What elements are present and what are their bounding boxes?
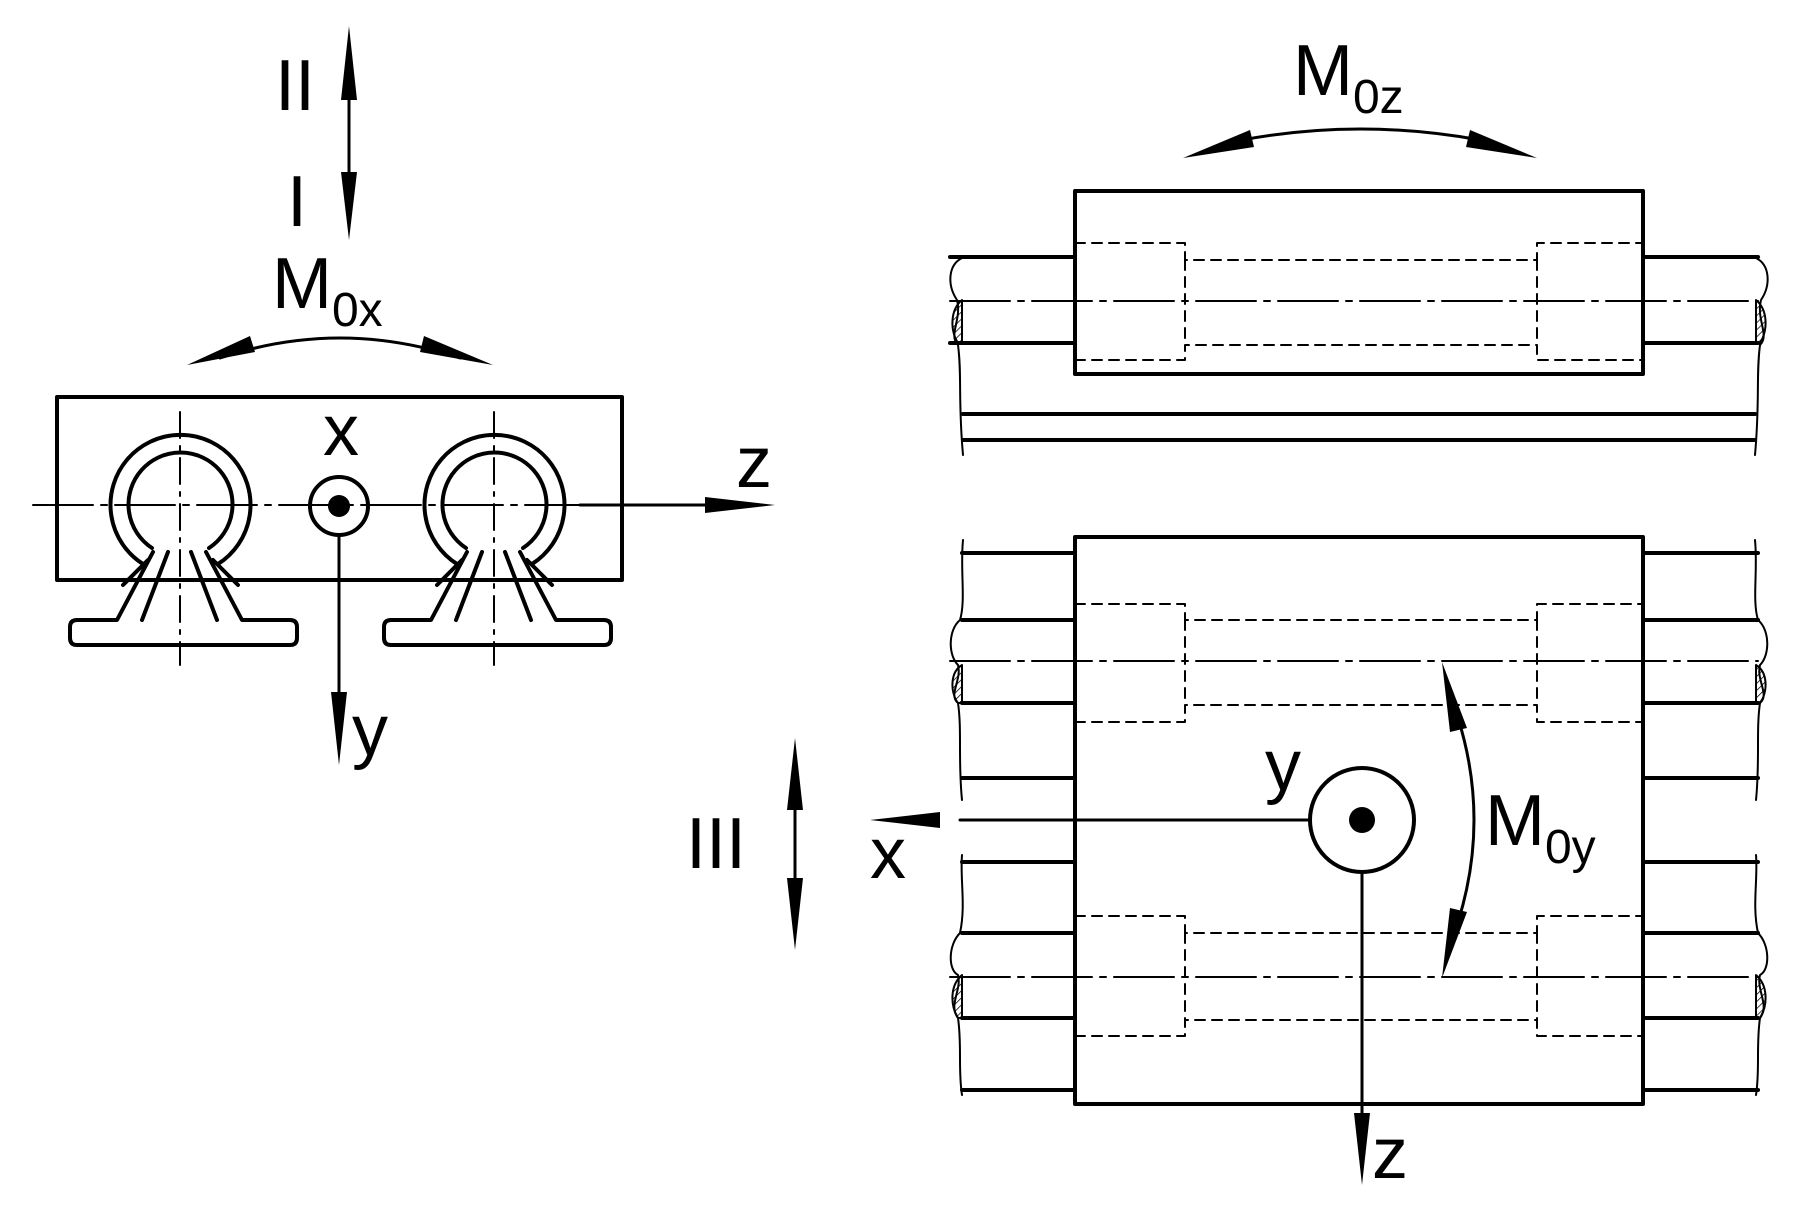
- shaft-lines: [960, 551, 1760, 1092]
- bearing-left: [68, 411, 299, 666]
- left-end-view: [32, 26, 775, 765]
- moment-arc-m0z: [1183, 127, 1537, 158]
- carriage-block-side: [1073, 189, 1645, 376]
- moment-label-m0x: M0x: [272, 244, 383, 337]
- moment-arc-m0x: [187, 336, 493, 365]
- left-view-labels: II I M0x x z y: [272, 46, 772, 771]
- direction-arrow-iii: [787, 738, 803, 950]
- top-side-view: [948, 127, 1769, 456]
- axis-label-z-left: z: [736, 423, 772, 503]
- moment-label-m0y: M0y: [1485, 781, 1596, 874]
- direction-label-ii: II: [275, 46, 315, 126]
- hidden-bearing-outline-top: [1074, 242, 1644, 361]
- x-axis-plan: [870, 812, 1312, 828]
- axis-label-x-plan: x: [870, 814, 906, 894]
- z-axis-plan: [1354, 870, 1370, 1185]
- axis-label-y-plan: y: [1265, 726, 1301, 806]
- hidden-bearing-upper: [1074, 603, 1644, 723]
- direction-arrow-i-ii: [341, 26, 357, 240]
- bottom-view-labels: III x y z M0y: [686, 726, 1596, 1194]
- y-axis-left: [331, 533, 347, 765]
- axis-label-z-plan: z: [1372, 1114, 1408, 1194]
- bearing-right: [382, 411, 613, 666]
- z-axis-left: [32, 497, 775, 513]
- bottom-plan-view: [787, 535, 1769, 1185]
- moment-arc-m0y: [1442, 662, 1476, 978]
- moment-label-m0z: M0z: [1293, 31, 1404, 124]
- direction-label-iii: III: [686, 804, 746, 884]
- direction-label-i: I: [287, 162, 307, 242]
- break-lines-left: [949, 539, 964, 1096]
- axis-label-x-left: x: [323, 391, 359, 471]
- break-lines-right: [1754, 539, 1769, 1096]
- axis-label-y-left: y: [352, 691, 388, 771]
